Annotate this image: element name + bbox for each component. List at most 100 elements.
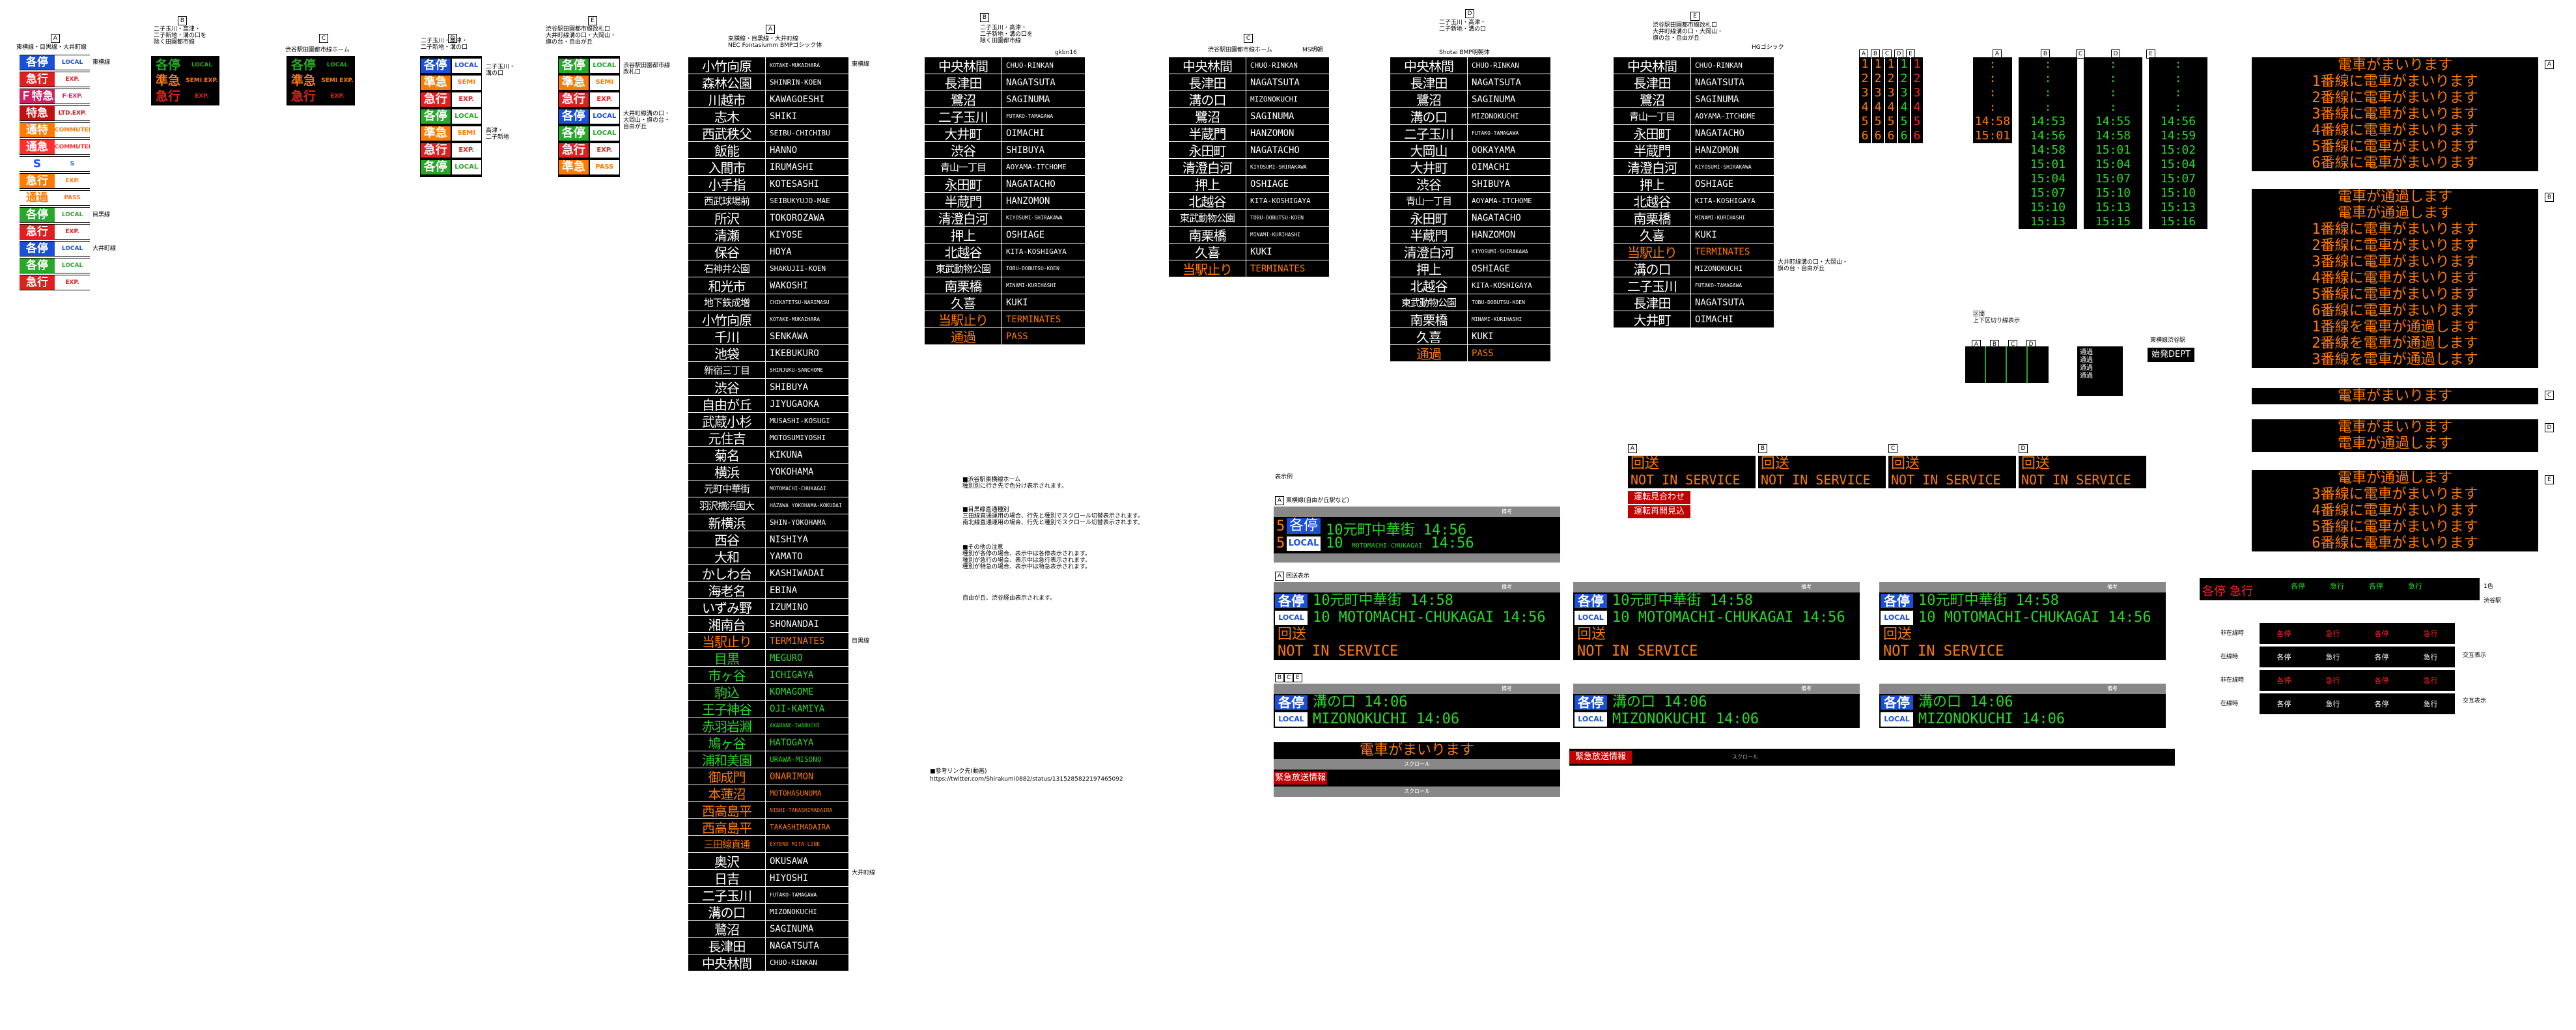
destination-en: SHIN-YOKOHAMA (765, 514, 826, 531)
msg-tag-a: A (2545, 60, 2554, 69)
destination-en: MIZONOKUCHI (765, 904, 817, 920)
destination-en: HATOGAYA (765, 734, 813, 751)
status-cell: 急行 (2423, 653, 2438, 661)
status-cell: 急行 (2325, 653, 2340, 661)
clock-tag: C (2076, 49, 2085, 59)
destination-en: NAGATACHO (1246, 142, 1300, 158)
destination-en: FUTAKO-TAMAGAWA (765, 887, 817, 903)
type-pill-note: 大井町線 (92, 245, 117, 252)
depart-sign: 始発DEPT (2148, 348, 2194, 362)
col4-note-1: 二子玉川・ 溝の口 (486, 64, 516, 77)
destination-en: SAGINUMA (1690, 91, 1739, 107)
type-pill-ja: 特急 (20, 106, 55, 120)
destination-ja: 川越市 (708, 92, 746, 108)
destination-en: AOYAMA-ITCHOME (1690, 108, 1756, 124)
destination-ja: 二子玉川 (1627, 279, 1677, 294)
destination-ja: 二子玉川 (938, 109, 988, 125)
colD-sub: Shotai BMP明朝体 (1439, 49, 1490, 56)
destination-ja: 横浜 (714, 465, 740, 480)
service-en: NOT IN SERVICE (2021, 472, 2131, 488)
destination-en: NISHI-TAKASHIMADAIRA (765, 802, 832, 818)
clock-time: 14:59 (2160, 129, 2196, 143)
panel-service: 回送 (1278, 626, 1307, 643)
clock-blank: : (2109, 57, 2117, 71)
destination-ja: 大井町 (944, 126, 983, 142)
type-pill-en: EXP. (55, 72, 90, 87)
destination-ja: 東武動物公園 (1179, 212, 1235, 224)
col4-tag: D (448, 34, 457, 43)
panel-dest: MIZONOKUCHI 14:06 (1313, 711, 1460, 727)
destination-en: HANZOMON (1246, 125, 1294, 141)
destination-ja: 目黒 (714, 651, 740, 667)
clock-blank: : (2174, 72, 2182, 85)
destination-ja: 清澄白河 (1627, 160, 1677, 176)
status-cell: 急行 (2423, 676, 2438, 685)
msg-tag-b: B (2545, 193, 2554, 202)
type-pill-note: 目黒線 (92, 212, 111, 218)
status-cell: 急行 (2423, 630, 2438, 638)
destination-ja: 押上 (1640, 177, 1665, 193)
type-text-ja: 急行 (155, 89, 180, 104)
colA-note-2: 目黒線 (852, 638, 870, 645)
type-pill-ja: 通急 (20, 140, 55, 154)
type-pill-en: SEMI EXP. (589, 76, 619, 90)
destination-en: TERMINATES (1246, 260, 1305, 277)
destination-en: SAGINUMA (1246, 108, 1294, 124)
panel-bar: 備考 (1274, 684, 1560, 694)
destination-ja: 清瀬 (714, 228, 740, 244)
type-pill-ja: S (20, 157, 55, 171)
destination-en: SHONANDAI (765, 616, 819, 632)
panel-dest: 10 MOTOMACHI-CHUKAGAI 14:56 (1612, 609, 1845, 626)
message-line: 3番線に電車がまいります (2312, 254, 2478, 270)
type-pill-en: EXP. (589, 143, 619, 158)
destination-ja: 溝の口 (708, 905, 746, 921)
type-pill-en: EXP. (55, 225, 90, 239)
number-cell: 3 (1911, 86, 1923, 100)
type-pill-en: LOCAL (589, 59, 619, 73)
destination-ja: 駒込 (714, 685, 740, 701)
destination-ja: 小竹向原 (702, 59, 752, 74)
clock-blank: : (2109, 72, 2117, 85)
arrive-banner: 電車がまいります (1274, 742, 1560, 759)
panel-bar: 備考 (1879, 582, 2166, 592)
destination-ja: 北越谷 (1410, 279, 1448, 294)
panel-dest: 溝の口 14:06 (1918, 694, 2013, 710)
service-tag: D (2019, 444, 2028, 453)
service-tag: C (1888, 444, 1897, 453)
destination-en: NAGATSUTA (1001, 74, 1056, 90)
destination-en: MIZONOKUCHI (1690, 260, 1743, 277)
number-cell: 6 (1898, 129, 1910, 143)
type-text-ja: 各停 (290, 58, 316, 72)
destination-ja: 池袋 (714, 346, 740, 362)
clock-time: 14:53 (2030, 115, 2066, 128)
destination-en: MEGURO (765, 650, 803, 666)
destination-en: CHUO-RINKAN (1246, 57, 1298, 74)
panel-dest: 10 MOTOMACHI-CHUKAGAI 14:56 (1918, 609, 2151, 626)
number-cell: 2 (1859, 72, 1871, 86)
reference-link[interactable]: https://twitter.com/Shirakumi0882/status… (930, 776, 1123, 783)
service-ja: 回送 (1761, 456, 1790, 472)
destination-en: SAGINUMA (765, 921, 813, 937)
panel-dest: 10元町中華街 14:58 (1313, 592, 1453, 609)
msg-board-d: 電車がまいります電車が通過します (2252, 419, 2538, 452)
